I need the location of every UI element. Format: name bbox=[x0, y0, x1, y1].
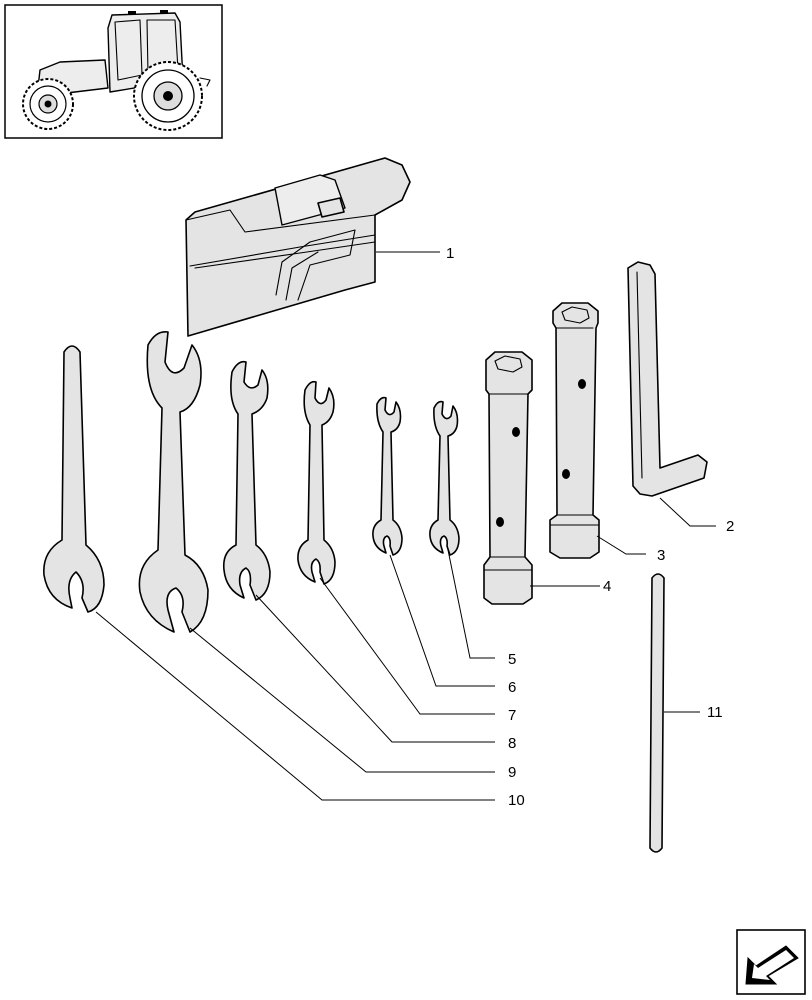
callout-2: 2 bbox=[726, 518, 734, 535]
part-double-spanner-2[interactable] bbox=[222, 360, 271, 601]
callout-8: 8 bbox=[508, 735, 516, 752]
next-page-button[interactable] bbox=[736, 929, 806, 995]
part-l-hex-key[interactable] bbox=[627, 261, 708, 497]
callout-4: 4 bbox=[603, 578, 611, 595]
tractor-icon bbox=[22, 10, 211, 131]
part-double-spanner-1[interactable] bbox=[138, 330, 209, 633]
part-tommy-bar[interactable] bbox=[649, 573, 665, 853]
callout-3: 3 bbox=[657, 547, 665, 564]
leader-lines bbox=[95, 251, 716, 801]
part-double-spanner-4[interactable] bbox=[372, 396, 403, 556]
tractor-thumbnail[interactable] bbox=[4, 4, 223, 139]
part-tube-spanner-small[interactable] bbox=[483, 351, 533, 605]
callout-6: 6 bbox=[508, 679, 516, 696]
callout-labels: 1 2 3 4 5 6 7 8 9 10 11 bbox=[446, 245, 734, 809]
callout-10: 10 bbox=[508, 792, 525, 809]
part-single-open-spanner[interactable] bbox=[43, 345, 105, 613]
next-page-arrow-icon bbox=[745, 945, 799, 985]
callout-5: 5 bbox=[508, 651, 516, 668]
part-double-spanner-3[interactable] bbox=[297, 380, 336, 585]
callout-7: 7 bbox=[508, 707, 516, 724]
part-tool-bag[interactable] bbox=[185, 157, 411, 337]
callout-11: 11 bbox=[707, 704, 723, 721]
part-tube-spanner-large[interactable] bbox=[549, 302, 600, 559]
callout-9: 9 bbox=[508, 764, 516, 781]
callout-1: 1 bbox=[446, 245, 454, 262]
part-double-spanner-5[interactable] bbox=[429, 400, 460, 556]
